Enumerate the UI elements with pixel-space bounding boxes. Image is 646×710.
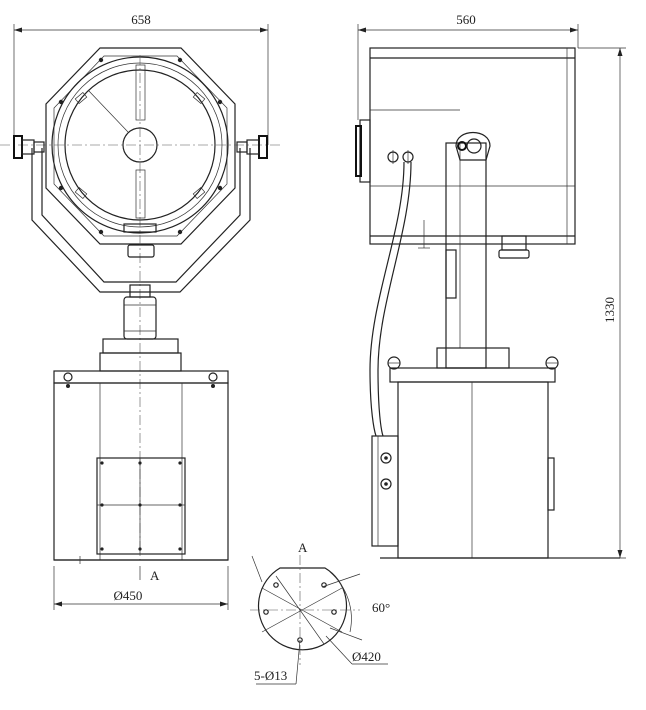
power-cable [369, 161, 405, 437]
pedestal-base [53, 382, 229, 561]
dim-label-658: 658 [131, 12, 151, 27]
view-mark-a: A [150, 568, 160, 583]
flange-diameter-label: Ø420 [352, 649, 381, 664]
pivot-hub [455, 132, 491, 161]
base-flange [53, 370, 229, 384]
access-panel [96, 457, 186, 555]
octagon-housing [45, 47, 236, 245]
right-handwheel [236, 135, 268, 159]
side-view: 560 [355, 12, 626, 559]
dim-label-450: Ø450 [114, 588, 143, 603]
side-base-flange [389, 367, 556, 383]
angle-label: 60° [372, 600, 390, 615]
left-handwheel [13, 135, 45, 159]
pivot-column [445, 142, 487, 369]
side-pedestal [397, 381, 549, 559]
holes-label: 5-Ø13 [254, 668, 287, 683]
junction-box [371, 435, 399, 547]
flange-view-mark: A [298, 540, 308, 555]
flange-outline [257, 567, 348, 651]
tilt-knob [498, 249, 530, 259]
flange-detail: A 60° Ø420 5-Ø13 [250, 540, 390, 685]
yoke [31, 148, 251, 293]
front-view: 658 [0, 12, 280, 610]
focus-knob [127, 244, 155, 258]
lamp-drum [369, 47, 576, 245]
housing-bolts [58, 57, 223, 235]
dim-label-1330: 1330 [602, 297, 617, 323]
dim-label-560: 560 [456, 12, 476, 27]
